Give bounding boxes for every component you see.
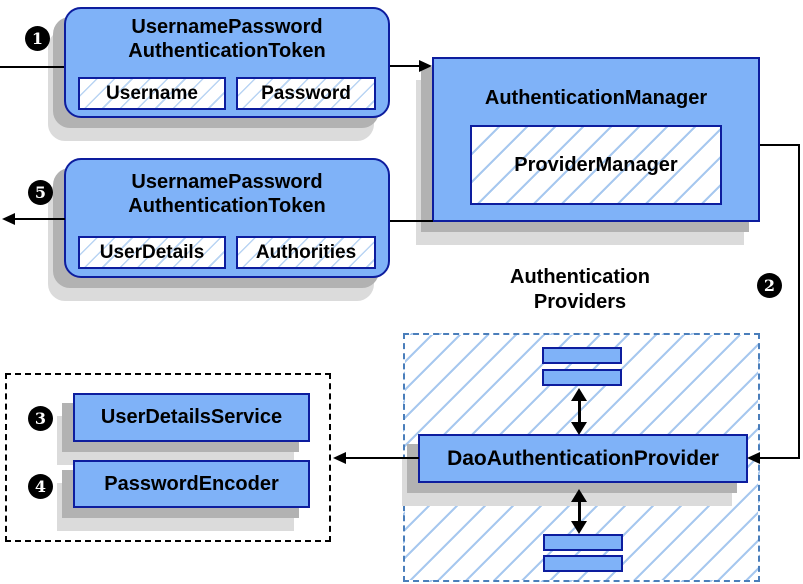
password-field-box: Password xyxy=(236,77,376,110)
step-badge-3: 3 xyxy=(28,406,53,431)
arrowhead-up-icon xyxy=(571,388,587,401)
generic-provider-bar xyxy=(543,534,623,551)
password-encoder-node: PasswordEncoder xyxy=(73,460,310,508)
result-token-title-line2: AuthenticationToken xyxy=(128,195,326,217)
providers-heading-line1: Authentication xyxy=(510,266,650,288)
authentication-manager-node: AuthenticationManager ProviderManager xyxy=(432,57,760,222)
step-badge-2: 2 xyxy=(757,273,782,298)
step-badge-5: 5 xyxy=(28,180,53,205)
services-container xyxy=(5,373,331,542)
providers-heading-line2: Providers xyxy=(533,291,627,313)
connector-manager-to-dao-vertical xyxy=(798,144,800,459)
connector-token-out xyxy=(13,218,65,220)
connector-token-to-manager xyxy=(390,65,421,67)
arrowhead-down-icon xyxy=(571,422,587,435)
dao-authentication-provider-node: DaoAuthenticationProvider xyxy=(418,434,748,483)
connector-manager-to-token xyxy=(390,220,433,222)
username-field-box: Username xyxy=(78,77,226,110)
connector-incoming-request xyxy=(0,66,64,68)
step-badge-4: 4 xyxy=(28,474,53,499)
authentication-manager-title: AuthenticationManager xyxy=(484,87,708,109)
request-token-title-line1: UsernamePassword xyxy=(131,16,323,38)
connector-manager-to-dao-bottom xyxy=(758,457,800,459)
userdetails-field-box: UserDetails xyxy=(78,236,226,269)
request-token-node: UsernamePassword AuthenticationToken Use… xyxy=(64,7,390,118)
arrowhead-left-icon xyxy=(2,213,15,225)
result-token-title-line1: UsernamePassword xyxy=(131,171,323,193)
request-token-title-line2: AuthenticationToken xyxy=(128,40,326,62)
step-badge-1: 1 xyxy=(25,26,50,51)
arrowhead-left-icon xyxy=(747,452,760,464)
connector-bars-dao xyxy=(578,395,581,427)
user-details-service-node: UserDetailsService xyxy=(73,393,310,442)
generic-provider-bar xyxy=(542,347,622,364)
arrowhead-right-icon xyxy=(419,60,432,72)
providers-heading: Authentication Providers xyxy=(430,265,730,315)
connector-dao-to-services xyxy=(345,457,419,459)
arrowhead-up-icon xyxy=(571,489,587,502)
arrowhead-down-icon xyxy=(571,521,587,534)
generic-provider-bar xyxy=(543,555,623,572)
arrowhead-left-icon xyxy=(333,452,346,464)
provider-manager-box: ProviderManager xyxy=(470,125,722,205)
result-token-node: UsernamePassword AuthenticationToken Use… xyxy=(64,158,390,278)
connector-dao-bars xyxy=(578,496,581,526)
connector-manager-to-dao-top xyxy=(760,144,800,146)
generic-provider-bar xyxy=(542,369,622,386)
authorities-field-box: Authorities xyxy=(236,236,376,269)
